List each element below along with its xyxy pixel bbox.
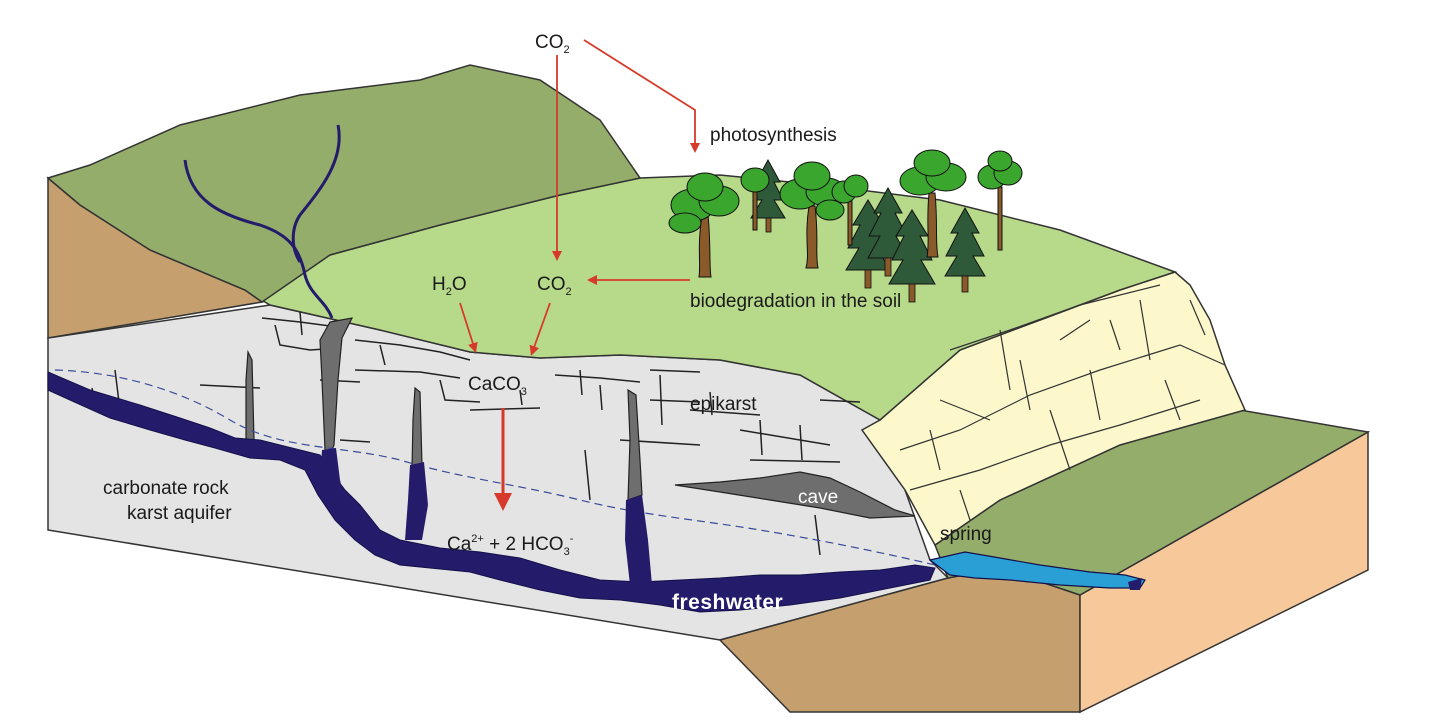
process-arrows xyxy=(459,39,700,511)
label-photosynthesis: photosynthesis xyxy=(710,125,837,146)
label-caco3: CaCO3 xyxy=(468,374,527,398)
label-cave: cave xyxy=(798,487,838,508)
arrow-co2-surface xyxy=(529,302,551,356)
cave xyxy=(674,471,916,519)
deciduous-tree-icon xyxy=(740,167,770,231)
forest xyxy=(668,149,1023,303)
label-co2-soil: CO2 xyxy=(537,274,572,298)
deciduous-tree-icon xyxy=(831,174,869,246)
label-aquifer-line1: carbonate rock xyxy=(103,478,229,499)
label-dissolved-ions: Ca2+ + 2 HCO3- xyxy=(447,533,574,558)
conifer-tree-icon xyxy=(944,206,986,293)
water-table xyxy=(54,369,936,566)
label-aquifer-line2: karst aquifer xyxy=(127,503,232,524)
label-h2o: H2O xyxy=(432,274,467,298)
freshwater-conduits xyxy=(47,371,936,613)
cliff-joints xyxy=(899,284,1226,521)
label-freshwater: freshwater xyxy=(672,591,783,614)
spring-stream xyxy=(928,551,1146,589)
spring-outlet xyxy=(1128,578,1142,590)
arrow-h2o-down xyxy=(459,302,478,353)
label-co2-atmosphere: CO2 xyxy=(535,32,570,56)
arrow-to-photosynthesis xyxy=(583,39,700,153)
label-spring: spring xyxy=(940,524,992,545)
conifer-tree-icon xyxy=(888,209,936,303)
surface-river xyxy=(183,124,341,319)
hill xyxy=(46,64,642,303)
label-biodegradation: biodegradation in the soil xyxy=(690,291,901,312)
deciduous-tree-icon xyxy=(899,149,967,258)
label-epikarst: epikarst xyxy=(690,394,757,415)
deciduous-tree-icon xyxy=(668,172,740,278)
deciduous-tree-icon xyxy=(977,150,1023,251)
conifer-tree-icon xyxy=(867,186,909,277)
